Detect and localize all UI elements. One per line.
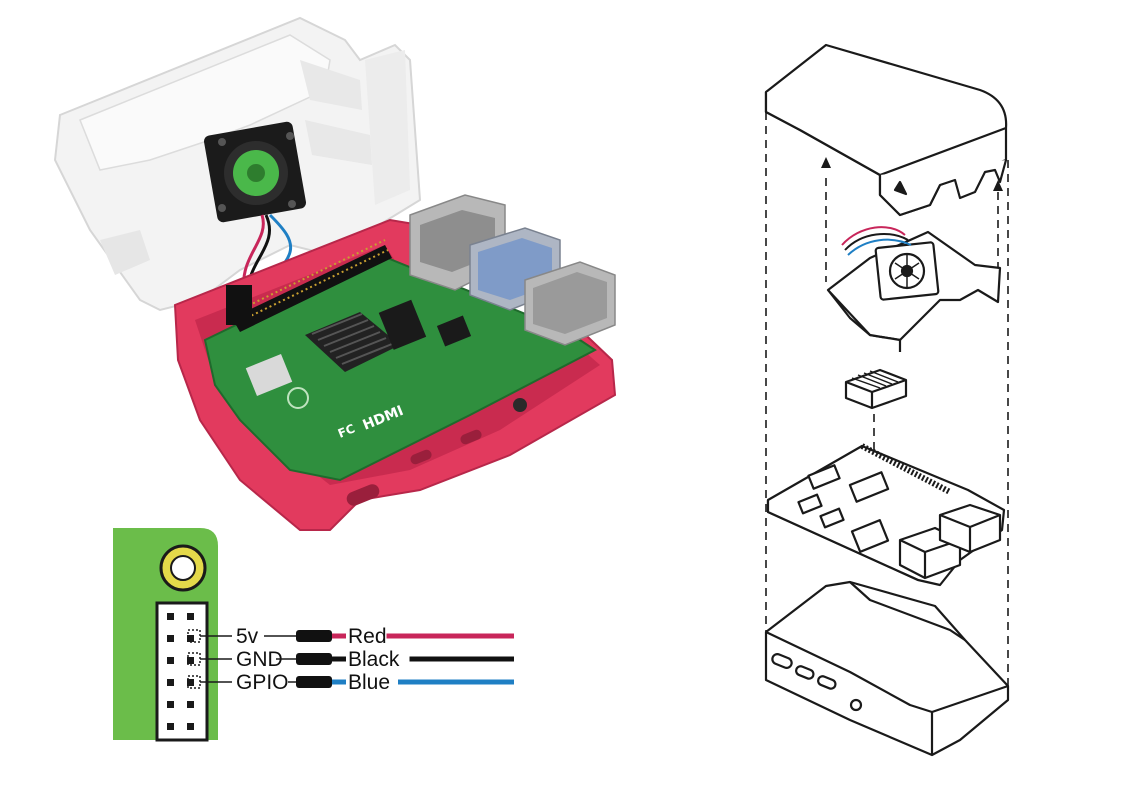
- header-pin: [167, 657, 174, 664]
- header-pins: [167, 613, 194, 730]
- wire-color-label: Blue: [348, 671, 390, 694]
- board-ports: [409, 194, 616, 346]
- wire-color-label: Red: [348, 625, 387, 648]
- heatsink: [844, 368, 908, 410]
- exploded-view: [764, 43, 1010, 757]
- connector-plug: [296, 676, 332, 688]
- header-pin: [187, 635, 194, 642]
- header-pin: [167, 679, 174, 686]
- connector-plug: [296, 630, 332, 642]
- raspberry-pi-board: HDMI FC: [203, 239, 597, 482]
- header-pin: [187, 701, 194, 708]
- pin-label: GND: [236, 648, 283, 671]
- case-base: [764, 580, 1010, 757]
- top-lid: [764, 43, 1008, 217]
- header-pin: [187, 723, 194, 730]
- cooling-fan: [203, 121, 307, 223]
- wire-row-5v: 5v Red: [187, 625, 514, 648]
- header-pin: [187, 679, 194, 686]
- header-pin: [167, 723, 174, 730]
- header-pin: [167, 701, 174, 708]
- header-pin: [167, 613, 174, 620]
- pin-label: 5v: [236, 625, 259, 648]
- pin-header: [155, 601, 209, 742]
- wire-row-gnd: GND Black: [187, 648, 514, 671]
- raspberry-pi-board-drawing: [766, 443, 1006, 587]
- case-photo: HDMI FC: [53, 16, 617, 531]
- pin-label: GPIO: [236, 671, 289, 694]
- fc-silkscreen: FC: [336, 421, 357, 440]
- wire-row-gpio: GPIO Blue: [187, 671, 514, 694]
- header-pin: [187, 613, 194, 620]
- fan-mount: [826, 226, 1002, 352]
- heatsink-photo: [305, 312, 400, 372]
- gpio-header: [232, 239, 392, 332]
- header-pin: [187, 657, 194, 664]
- wire-color-label: Black: [348, 648, 400, 671]
- header-pin: [167, 635, 174, 642]
- connector-plug: [296, 653, 332, 665]
